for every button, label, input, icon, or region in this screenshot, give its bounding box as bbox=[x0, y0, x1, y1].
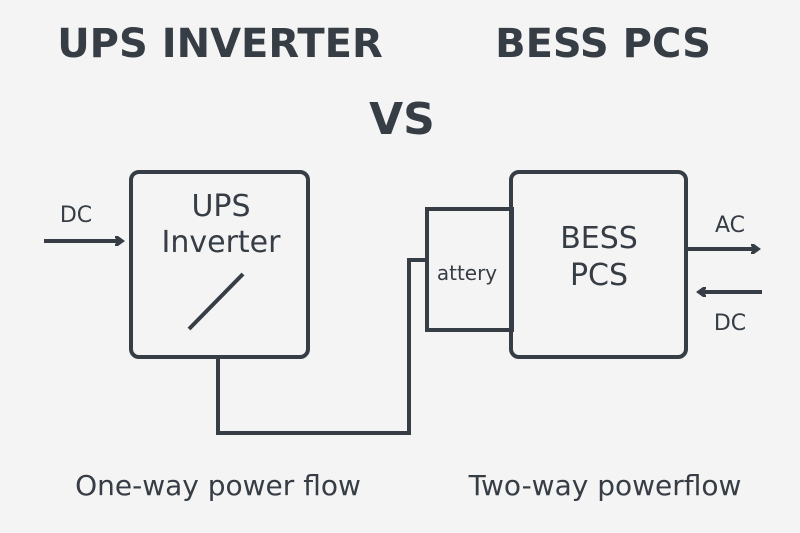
battery-label: attery bbox=[437, 261, 497, 285]
bess-pcs-label-line2: PCS bbox=[570, 258, 628, 293]
caption-two-way-flow: Two-way powerflow bbox=[468, 469, 742, 502]
inverter-diagonal-symbol bbox=[187, 272, 245, 331]
ups-to-battery-wire bbox=[216, 258, 428, 435]
bess-dc-input-label: DC bbox=[714, 311, 746, 336]
title-bess-pcs: BESS PCS bbox=[495, 21, 711, 67]
ups-inverter-label-line2: Inverter bbox=[162, 225, 282, 260]
ups-inverter-label-line1: UPS bbox=[191, 189, 250, 224]
ups-dc-input-label: DC bbox=[60, 203, 92, 228]
caption-one-way-flow: One-way power flow bbox=[75, 469, 361, 502]
bess-pcs-label-line1: BESS bbox=[560, 221, 638, 256]
versus-label: VS bbox=[369, 94, 435, 145]
bess-pcs-box bbox=[509, 170, 688, 359]
title-ups-inverter: UPS INVERTER bbox=[57, 21, 383, 67]
bess-ac-output-label: AC bbox=[715, 213, 745, 238]
